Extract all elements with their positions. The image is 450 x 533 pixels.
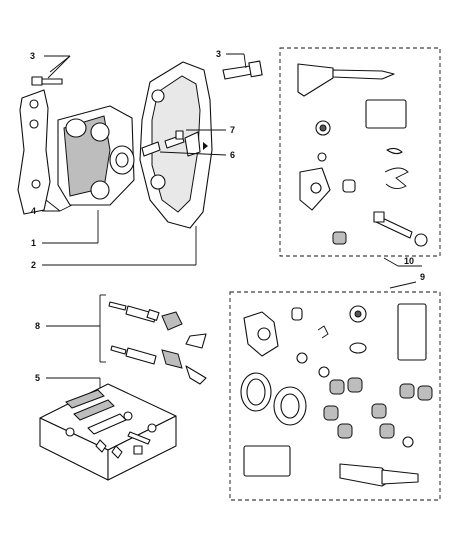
seal-kit-parts [297,63,428,247]
callout-label-9: 9 [420,272,425,282]
callout-label-8: 8 [35,321,40,331]
callout-9: 9 [389,272,425,289]
pad-set-box [39,383,177,481]
callout-8: 8 [35,321,100,331]
guide-pin-kit [99,294,207,385]
callout-label-6: 6 [230,150,235,160]
callout-label-7: 7 [230,125,235,135]
bleed-cap [141,141,161,157]
callout-3-left: 3 [30,51,71,79]
seal-kit-box [279,47,441,257]
callout-label-3b: 3 [216,49,221,59]
repair-kit-parts [240,303,433,487]
callout-3-right: 3 [216,49,247,69]
caliper-bolt-right [222,60,263,80]
bleed-screw [164,130,185,149]
caliper-bolt-left [31,76,63,86]
caliper-body [57,105,135,206]
callout-label-4: 4 [31,206,36,216]
callout-6: 6 [159,150,235,160]
callout-label-3a: 3 [30,51,35,61]
callout-10: 10 [383,256,422,267]
callout-label-10: 10 [404,256,414,266]
callout-7: 7 [186,125,235,135]
brake-pad-plate [17,89,51,215]
callout-label-2: 2 [31,260,36,270]
callout-2: 2 [31,226,197,270]
repair-kit-box [229,291,441,501]
callout-5: 5 [35,373,101,388]
callout-label-1: 1 [31,238,36,248]
callout-4: 4 [31,199,73,216]
callout-1: 1 [31,210,99,248]
callout-label-5: 5 [35,373,40,383]
